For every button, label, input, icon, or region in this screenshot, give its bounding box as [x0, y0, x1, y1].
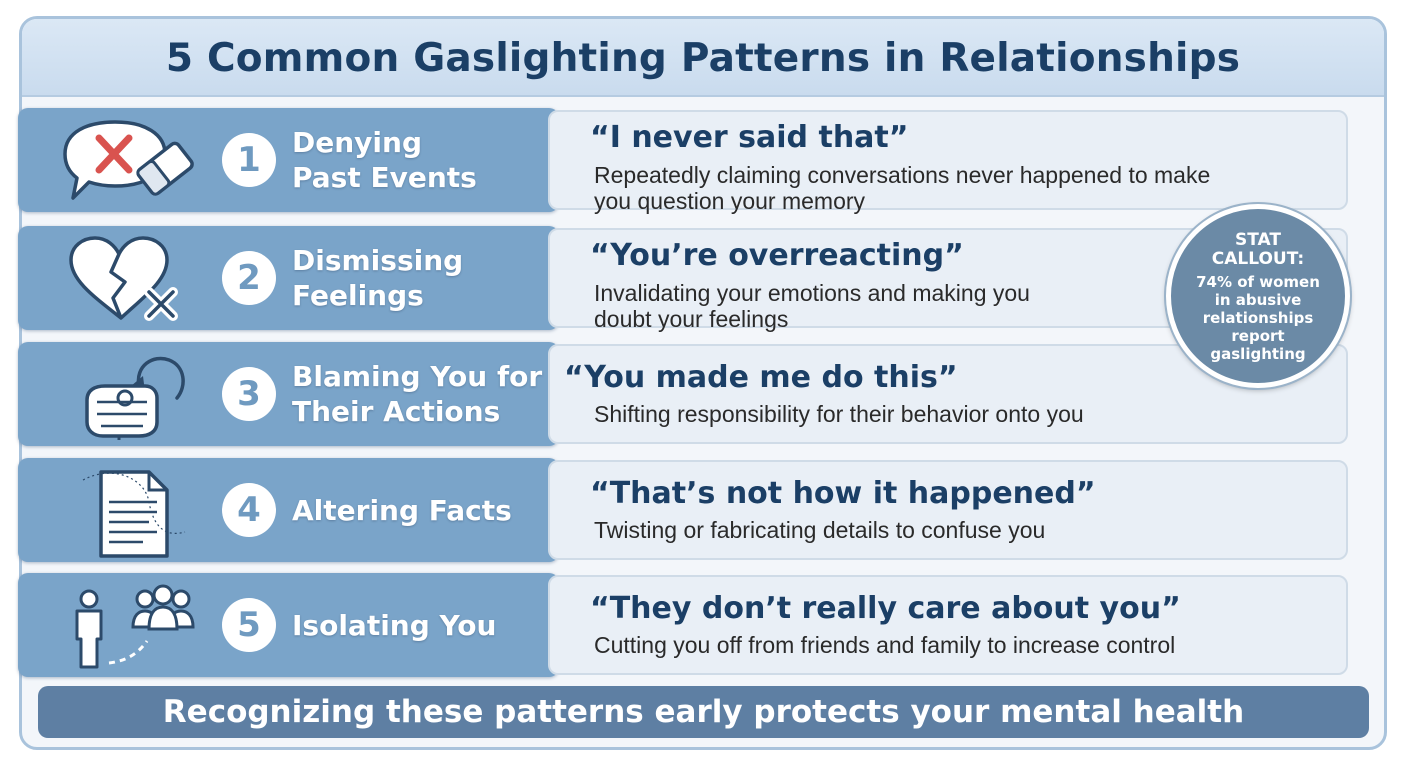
- pattern-description: Invalidating your emotions and making yo…: [594, 280, 1294, 332]
- title-banner: 5 Common Gaslighting Patterns in Relatio…: [22, 19, 1384, 97]
- pattern-label: Dismissing Feelings: [292, 226, 562, 330]
- pattern-label-panel: 3 Blaming You for Their Actions: [18, 342, 559, 446]
- pattern-number-badge: 5: [222, 598, 276, 652]
- pattern-quote: “That’s not how it happened”: [590, 476, 1096, 511]
- stat-body-line: relationships: [1202, 309, 1314, 327]
- pattern-number-badge: 4: [222, 483, 276, 537]
- pattern-number-badge: 3: [222, 367, 276, 421]
- pattern-label-panel: 2 Dismissing Feelings: [18, 226, 559, 330]
- stat-body-line: in abusive: [1214, 291, 1302, 309]
- pattern-label-line: Dismissing: [292, 244, 464, 277]
- footer-banner: Recognizing these patterns early protect…: [38, 686, 1369, 738]
- pattern-label-line: Their Actions: [292, 395, 501, 428]
- pattern-description-line: Twisting or fabricating details to confu…: [594, 517, 1046, 543]
- pattern-row-5: 5 Isolating You “They don’t really care …: [18, 573, 1349, 677]
- pattern-number-badge: 1: [222, 133, 276, 187]
- pattern-label-line: Past Events: [292, 161, 477, 194]
- pattern-label: Blaming You for Their Actions: [292, 342, 562, 446]
- pointing-finger-icon: [85, 356, 185, 440]
- pattern-row-3: 3 Blaming You for Their Actions “You mad…: [18, 342, 1349, 446]
- pattern-description-line: Repeatedly claiming conversations never …: [594, 162, 1211, 188]
- stat-body-line: gaslighting: [1210, 345, 1306, 363]
- pattern-label-line: Isolating You: [292, 608, 497, 642]
- pattern-row-2: 2 Dismissing Feelings “You’re overreacti…: [18, 226, 1349, 332]
- pattern-description: Repeatedly claiming conversations never …: [594, 162, 1294, 214]
- pattern-description-line: you question your memory: [594, 188, 866, 214]
- pattern-detail-panel: “That’s not how it happened” Twisting or…: [548, 460, 1348, 560]
- pattern-label-panel: 4 Altering Facts: [18, 458, 559, 562]
- pattern-label-panel: 1 Denying Past Events: [18, 108, 559, 212]
- pattern-label-line: Blaming You for: [292, 360, 543, 393]
- isolated-person-icon: [75, 584, 195, 669]
- stat-heading-line: STAT: [1235, 230, 1281, 250]
- pattern-detail-panel: “They don’t really care about you” Cutti…: [548, 575, 1348, 675]
- pattern-row-4: 4 Altering Facts “That’s not how it happ…: [18, 458, 1349, 562]
- pattern-label-line: Denying: [292, 126, 422, 159]
- pattern-label: Isolating You: [292, 573, 562, 677]
- stat-body-line: 74% of women: [1196, 273, 1320, 291]
- pattern-description: Shifting responsibility for their behavi…: [594, 401, 1294, 427]
- pattern-description: Cutting you off from friends and family …: [594, 632, 1294, 658]
- pattern-quote: “You’re overreacting”: [590, 238, 964, 273]
- pattern-description-line: Cutting you off from friends and family …: [594, 632, 1176, 658]
- pattern-quote: “I never said that”: [590, 120, 909, 155]
- stat-callout-body: 74% of women in abusive relationships re…: [1171, 273, 1345, 363]
- broken-heart-icon: [69, 236, 178, 321]
- stat-callout-heading: STAT CALLOUT:: [1171, 231, 1345, 269]
- pattern-quote: “You made me do this”: [564, 360, 958, 395]
- stat-body-line: report: [1231, 327, 1285, 345]
- pattern-label-panel: 5 Isolating You: [18, 573, 559, 677]
- pattern-row-1: 1 Denying Past Events “I never said that…: [18, 108, 1349, 214]
- pattern-description-line: doubt your feelings: [594, 306, 789, 332]
- page-title: 5 Common Gaslighting Patterns in Relatio…: [165, 36, 1241, 81]
- pattern-label: Denying Past Events: [292, 108, 562, 212]
- pattern-description: Twisting or fabricating details to confu…: [594, 517, 1294, 543]
- pattern-number-badge: 2: [222, 251, 276, 305]
- stat-callout-badge: STAT CALLOUT: 74% of women in abusive re…: [1166, 204, 1350, 388]
- twisted-document-icon: [82, 470, 186, 558]
- pattern-label-line: Feelings: [292, 279, 424, 312]
- stat-heading-line: CALLOUT:: [1211, 249, 1305, 269]
- pattern-label-line: Altering Facts: [292, 493, 512, 527]
- speech-bubble-eraser-icon: [63, 120, 194, 200]
- pattern-description-line: Shifting responsibility for their behavi…: [594, 401, 1084, 427]
- pattern-description-line: Invalidating your emotions and making yo…: [594, 280, 1030, 306]
- pattern-detail-panel: “I never said that” Repeatedly claiming …: [548, 110, 1348, 214]
- pattern-quote: “They don’t really care about you”: [590, 591, 1181, 626]
- pattern-label: Altering Facts: [292, 458, 562, 562]
